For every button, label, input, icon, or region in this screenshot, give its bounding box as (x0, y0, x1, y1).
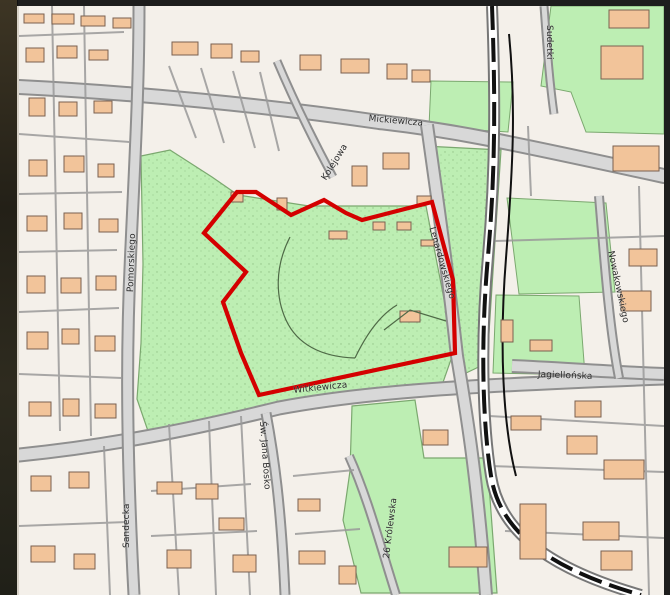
building-blocks (23, 9, 660, 585)
street-lenardowskiego[interactable] (422, 124, 491, 595)
map-frame[interactable]: Mickiewicza Witkiewicza Jagiellońska Pom… (17, 6, 664, 595)
street-sudetki[interactable] (541, 6, 557, 115)
street-jana-bosko[interactable] (262, 412, 289, 595)
site-inner-path-edge (383, 309, 447, 331)
railway-secondary-track (501, 33, 517, 477)
minor-streets (19, 6, 664, 595)
street-witkiewicza[interactable] (19, 372, 664, 461)
highlighted-site-outline-icon[interactable] (201, 189, 458, 398)
site-inner-path (277, 236, 356, 359)
left-side-strip (0, 0, 18, 595)
site-inner-path-east (354, 304, 398, 359)
street-jagiellonska[interactable] (511, 361, 664, 379)
street-kolejowa[interactable] (274, 60, 336, 179)
street-pomorskiego[interactable] (123, 6, 144, 595)
street-krolewska[interactable] (346, 454, 399, 595)
street-nowakowskiego[interactable] (596, 195, 622, 379)
street-mickiewicza[interactable] (19, 81, 664, 182)
map-canvas[interactable] (19, 6, 664, 595)
park-northeast (506, 197, 616, 295)
